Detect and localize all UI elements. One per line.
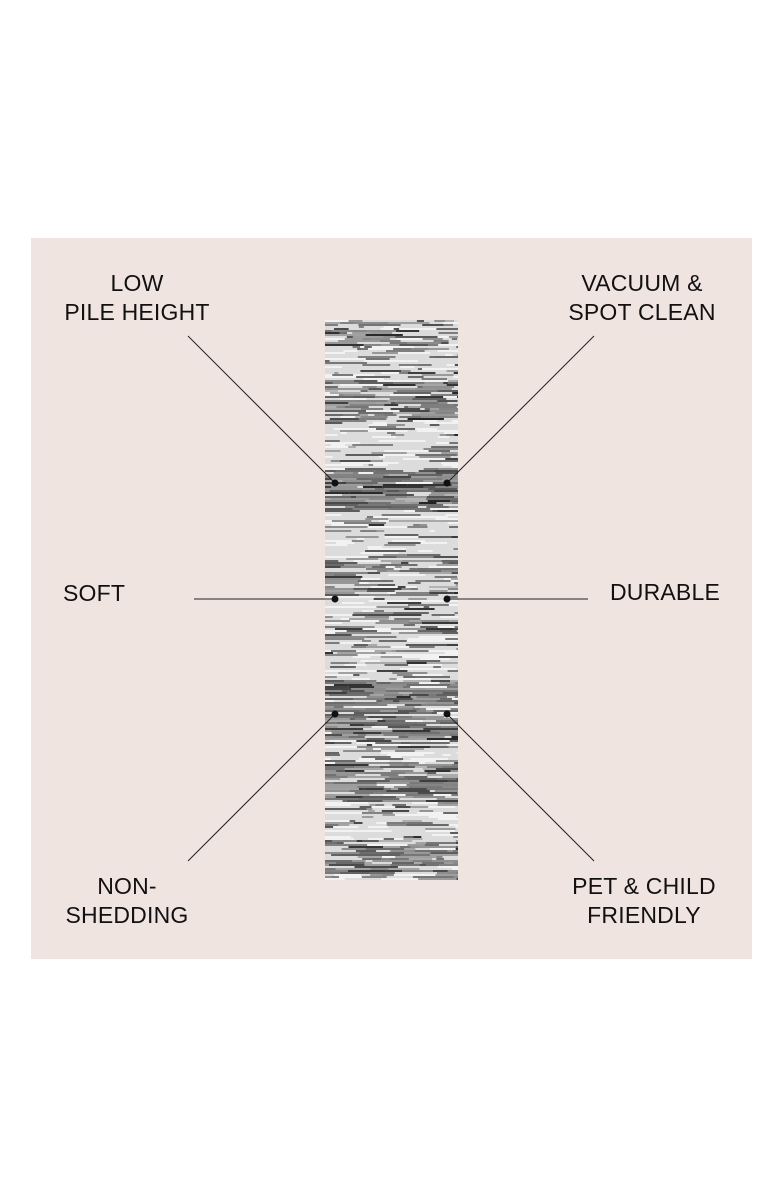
callout-dot [331,710,339,718]
callout-line-non-shedding [187,713,336,862]
feature-soft: SOFT [63,579,125,608]
feature-text: NON- [97,873,157,899]
callout-line-vacuum [446,335,595,484]
callout-dot [443,479,451,487]
feature-pet-child-friendly: PET & CHILD FRIENDLY [566,872,722,930]
rug-runner-image [325,320,458,880]
callout-line-pet-child [446,713,595,862]
feature-text: PILE HEIGHT [64,299,210,325]
feature-text: LOW [110,270,164,296]
feature-text: VACUUM & [581,270,703,296]
callout-dot [331,595,339,603]
feature-low-pile-height: LOW PILE HEIGHT [62,269,212,327]
feature-text: SPOT CLEAN [568,299,716,325]
feature-non-shedding: NON- SHEDDING [62,872,192,930]
feature-vacuum-spot-clean: VACUUM & SPOT CLEAN [562,269,722,327]
feature-durable: DURABLE [590,578,720,607]
rug-pattern [325,320,458,880]
callout-dot [443,710,451,718]
callout-line-low-pile [187,335,336,484]
feature-text: SOFT [63,580,126,606]
callout-dot [331,479,339,487]
feature-text: SHEDDING [65,902,189,928]
feature-text: DURABLE [609,579,720,605]
feature-text: PET & CHILD [572,873,716,899]
callout-dot [443,595,451,603]
feature-text: FRIENDLY [587,902,701,928]
